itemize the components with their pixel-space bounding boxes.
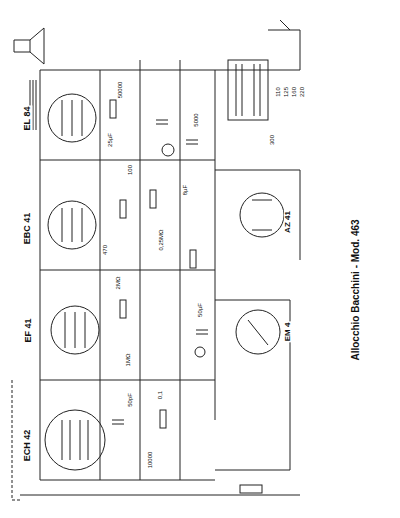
tube-name: EBC 41	[23, 211, 32, 245]
tube-name: ECH 42	[23, 428, 32, 462]
speaker-symbol	[14, 28, 44, 64]
tube-name: AZ 41	[284, 210, 292, 234]
tube-name: EF 41	[24, 317, 33, 343]
component-value: 50000	[117, 81, 123, 100]
component-value: 0,1	[157, 390, 163, 400]
title: Allocchio Bacchini - Mod. 463	[350, 218, 360, 361]
components	[110, 100, 262, 493]
component-value: 2MΩ	[115, 276, 121, 291]
component-value: 10000	[147, 451, 153, 470]
component-value: 5000	[192, 112, 198, 127]
wire	[40, 70, 300, 480]
transformer-windings	[236, 64, 260, 116]
component-value: 110	[275, 86, 281, 98]
component-value: 50µF	[197, 302, 203, 318]
component-value: 0,25MΩ	[157, 228, 163, 251]
power-transformer	[228, 60, 268, 120]
tube-electrodes	[62, 100, 272, 460]
wire	[12, 380, 20, 500]
component-value: 300	[269, 134, 275, 146]
component-value: 8µF	[182, 184, 188, 196]
component-value: 220	[299, 86, 305, 98]
tube-name: EL 84	[23, 105, 32, 131]
component-value: 470	[102, 244, 108, 256]
component-value: 25µF	[107, 132, 113, 148]
component-value: 125	[283, 86, 289, 98]
tube-name: EM 4	[284, 322, 292, 343]
mains-switch	[268, 20, 300, 70]
component-value: 50pF	[127, 392, 133, 408]
tube-ech42	[45, 410, 105, 470]
component-value: 160	[291, 86, 297, 98]
component-value: 100	[127, 164, 133, 176]
component-value: 1MΩ	[125, 353, 131, 368]
